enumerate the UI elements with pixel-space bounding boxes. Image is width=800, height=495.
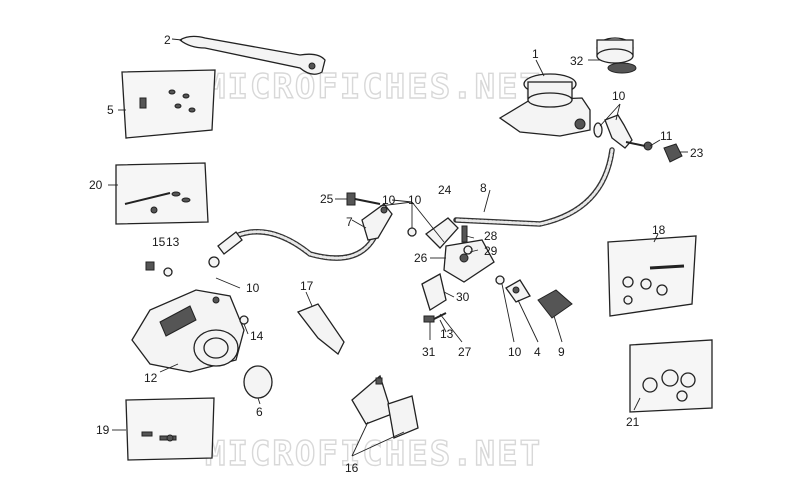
callout: 15: [152, 235, 166, 249]
banjo-fitting-top: [593, 114, 683, 163]
callout: 13: [440, 327, 454, 341]
callout: 16: [345, 461, 359, 475]
watermark-bottom: MICROFICHES.NET: [205, 434, 542, 474]
hose-fitting-left: [208, 231, 243, 268]
seal-6: [243, 365, 273, 399]
callout: 23: [690, 146, 704, 160]
kit-card-20: [115, 162, 209, 225]
callout: 10: [246, 281, 260, 295]
washer-14: [239, 315, 249, 325]
callout: 6: [256, 405, 263, 419]
callout: 11: [660, 129, 673, 143]
callout: 10: [612, 89, 626, 103]
callout: 9: [558, 345, 565, 359]
pressure-switch: [505, 279, 531, 303]
watermark-top: MICROFICHES.NET: [205, 67, 542, 107]
callout: 10: [408, 193, 422, 207]
callout: 2: [164, 33, 171, 47]
callout: 21: [626, 415, 640, 429]
pad-spring: [296, 303, 345, 356]
callout: 31: [422, 345, 436, 359]
callout: 10: [382, 193, 396, 207]
callout: 17: [300, 279, 314, 293]
callout: 26: [414, 251, 428, 265]
bolt-25: [346, 192, 381, 206]
callout: 32: [570, 54, 584, 68]
reservoir-cap: [596, 37, 637, 74]
washer-10b: [495, 275, 505, 285]
callout: 25: [320, 192, 334, 206]
callout: 5: [107, 103, 114, 117]
callout: 4: [534, 345, 541, 359]
callout: 7: [346, 215, 353, 229]
kit-card-21: [629, 339, 713, 413]
callout: 8: [480, 181, 487, 195]
kit-card-19: [125, 397, 215, 461]
hose-fitting-7: [361, 203, 393, 241]
washer-10: [407, 227, 417, 237]
bolt-31: [423, 312, 447, 323]
callout: 10: [508, 345, 522, 359]
callout: 24: [438, 183, 452, 197]
callout: 12: [144, 371, 158, 385]
callout: 18: [652, 223, 666, 237]
callout: 20: [89, 178, 103, 192]
kit-card-18: [607, 235, 697, 317]
bleeder-15-13: [145, 261, 173, 277]
kit-card-5: [121, 69, 216, 139]
callout: 27: [458, 345, 472, 359]
callout: 14: [250, 329, 264, 343]
callout: 30: [456, 290, 470, 304]
brake-caliper: [131, 289, 245, 373]
callout: 1: [532, 47, 539, 61]
master-cylinder: [498, 73, 591, 137]
callout: 29: [484, 244, 498, 258]
callout: 13: [166, 235, 180, 249]
callout: 19: [96, 423, 110, 437]
hose-fitting-8: [425, 217, 459, 249]
brake-pads: [351, 374, 419, 439]
switch-connector: [537, 289, 573, 319]
brake-lever: [178, 35, 326, 75]
bracket-30: [421, 273, 447, 311]
callout: 28: [484, 229, 498, 243]
